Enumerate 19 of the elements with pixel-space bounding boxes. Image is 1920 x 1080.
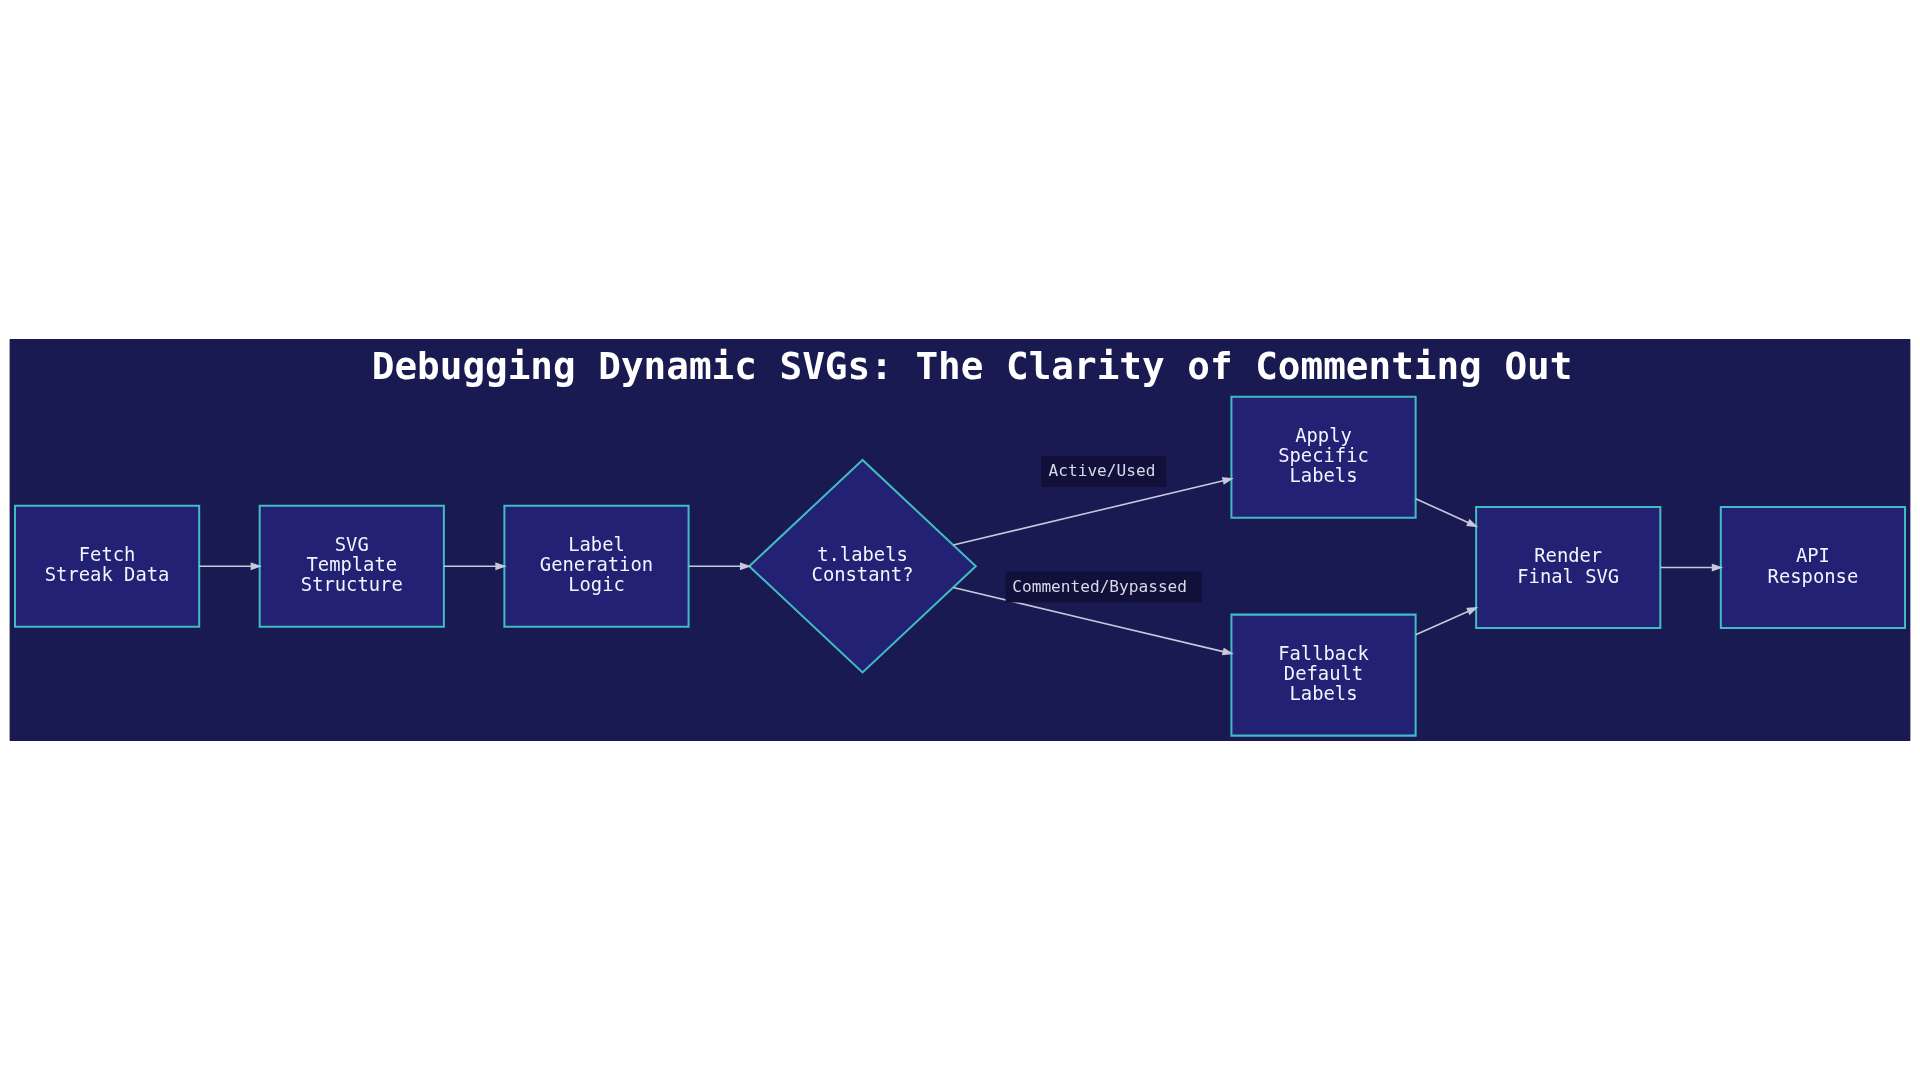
node-box: Fallback Default Labels [1230, 613, 1417, 737]
edge-label: Commented/Bypassed [1012, 576, 1188, 596]
arrow [1659, 563, 1724, 572]
node-box: Apply Specific Labels [1230, 395, 1417, 519]
arrow [952, 477, 1234, 546]
node-diamond: t.labels Constant? [747, 458, 978, 674]
arrow [1414, 497, 1479, 528]
arrow [688, 562, 752, 571]
node-box: SVG Template Structure [258, 504, 445, 628]
node-box: Label Generation Logic [503, 504, 690, 628]
arrow [952, 586, 1234, 656]
arrow [198, 562, 262, 571]
node-box: API Response [1719, 506, 1906, 630]
node-box: Render Final SVG [1475, 506, 1662, 630]
diagram-title: Debugging Dynamic SVGs: The Clarity of Commenting Out [371, 343, 1573, 388]
node-box: Fetch Streak Data [14, 504, 201, 628]
arrow [1414, 606, 1479, 636]
arrow [443, 562, 507, 571]
edge-label: Active/Used [1048, 461, 1156, 481]
